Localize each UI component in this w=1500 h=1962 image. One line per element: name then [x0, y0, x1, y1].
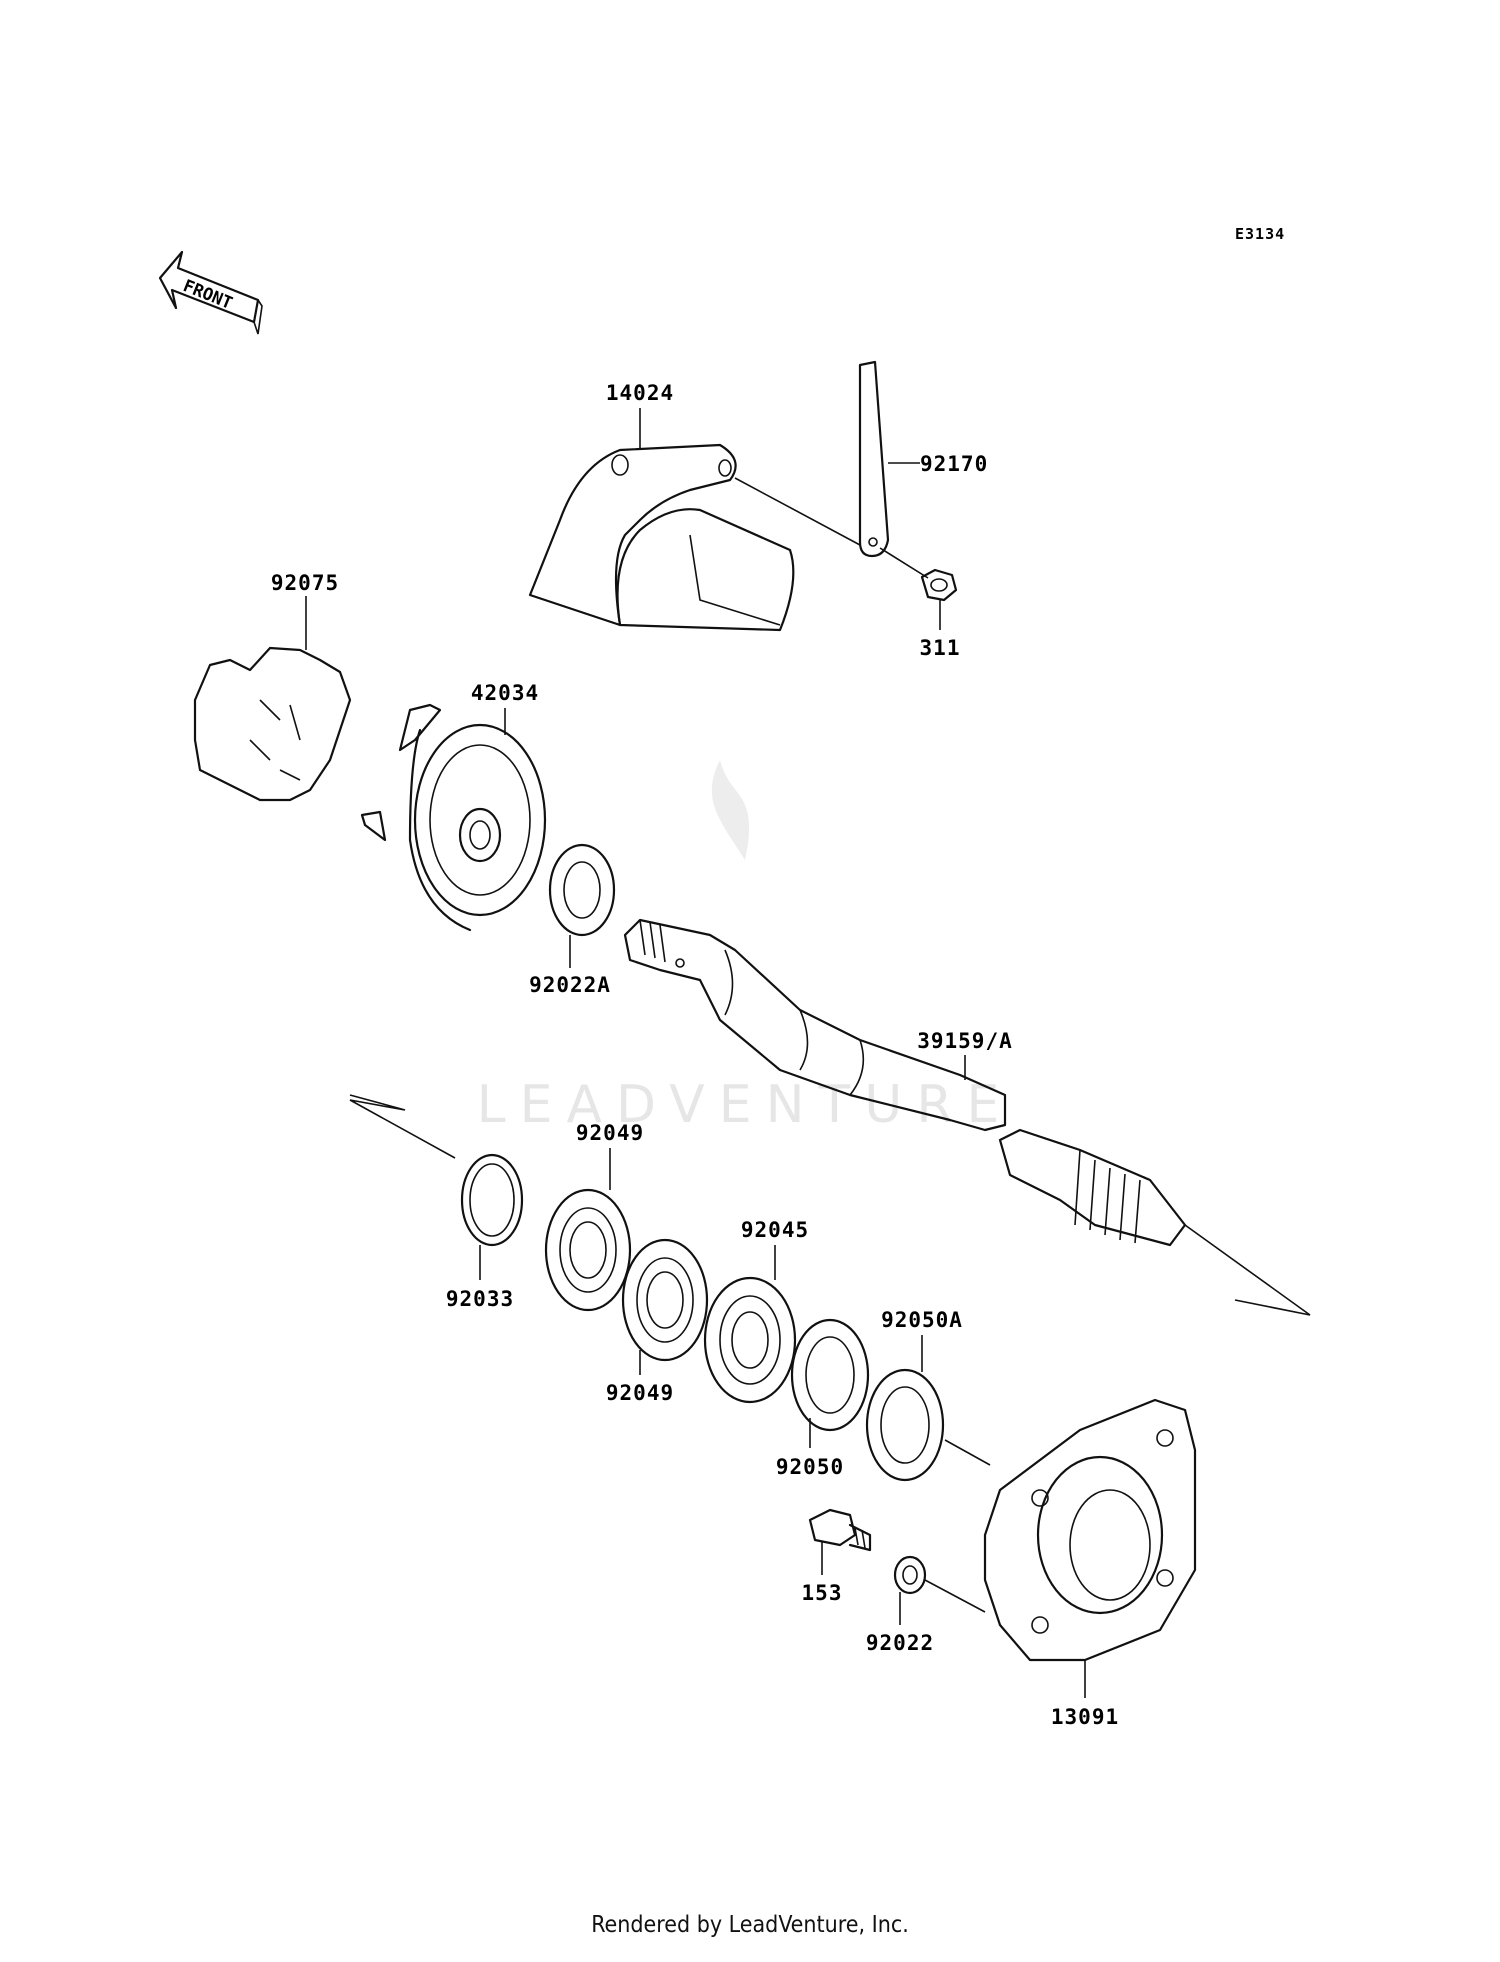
label-311: 311	[920, 636, 961, 660]
label-92022A: 92022A	[529, 973, 611, 997]
label-153: 153	[802, 1581, 843, 1605]
bearing-92049-a	[544, 1148, 632, 1312]
bolt-153	[808, 1508, 872, 1575]
watermark: LEADVENTURE	[477, 760, 1014, 1135]
footer-credit: Rendered by LeadVenture, Inc.	[591, 1912, 909, 1938]
coupler-42034	[360, 703, 547, 932]
damper-92075	[193, 596, 352, 802]
label-92049-b: 92049	[606, 1381, 674, 1405]
label-42034: 42034	[471, 681, 539, 705]
label-92049-a: 92049	[576, 1121, 644, 1145]
label-92045: 92045	[741, 1218, 809, 1242]
cover-14024	[528, 408, 861, 632]
washer-92022A	[548, 843, 616, 968]
strap-92170	[858, 360, 920, 558]
label-92033: 92033	[446, 1287, 514, 1311]
nut-311	[879, 547, 958, 630]
label-92075: 92075	[271, 571, 339, 595]
front-label: FRONT	[180, 276, 235, 314]
label-39159A: 39159/A	[917, 1029, 1013, 1053]
bearing-92049-b	[621, 1238, 709, 1375]
label-13091: 13091	[1051, 1705, 1119, 1729]
watermark-text: LEADVENTURE	[477, 1075, 1014, 1135]
label-92050A: 92050A	[881, 1308, 963, 1332]
snap-ring-92033	[460, 1153, 524, 1280]
label-92022: 92022	[866, 1631, 934, 1655]
seal-92050	[790, 1318, 870, 1448]
label-92170: 92170	[920, 452, 988, 476]
shaft-39159A	[623, 918, 1311, 1316]
diagram-code: E3134	[1235, 225, 1285, 243]
seal-92050A	[865, 1335, 991, 1482]
explosion-leader-left	[349, 1094, 456, 1159]
front-arrow-icon: FRONT	[158, 250, 263, 335]
housing-13091	[983, 1398, 1197, 1698]
bearing-92045	[703, 1245, 797, 1404]
washer-92022	[893, 1555, 986, 1625]
label-14024: 14024	[606, 381, 674, 405]
label-92050: 92050	[776, 1455, 844, 1479]
